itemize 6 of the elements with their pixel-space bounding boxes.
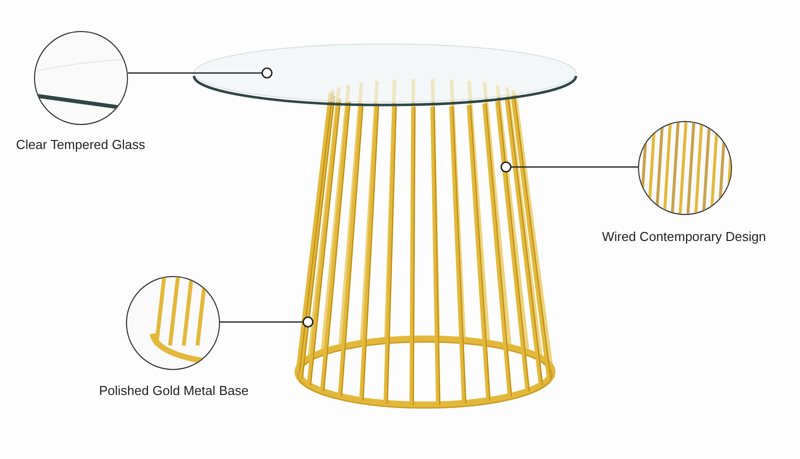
leader-line: [500, 162, 638, 172]
leader-line: [128, 68, 272, 78]
leader-line: [220, 316, 314, 328]
callout-label: Clear Tempered Glass: [16, 137, 146, 152]
callout-label: Wired Contemporary Design: [602, 229, 766, 244]
callout-label: Polished Gold Metal Base: [99, 383, 249, 398]
